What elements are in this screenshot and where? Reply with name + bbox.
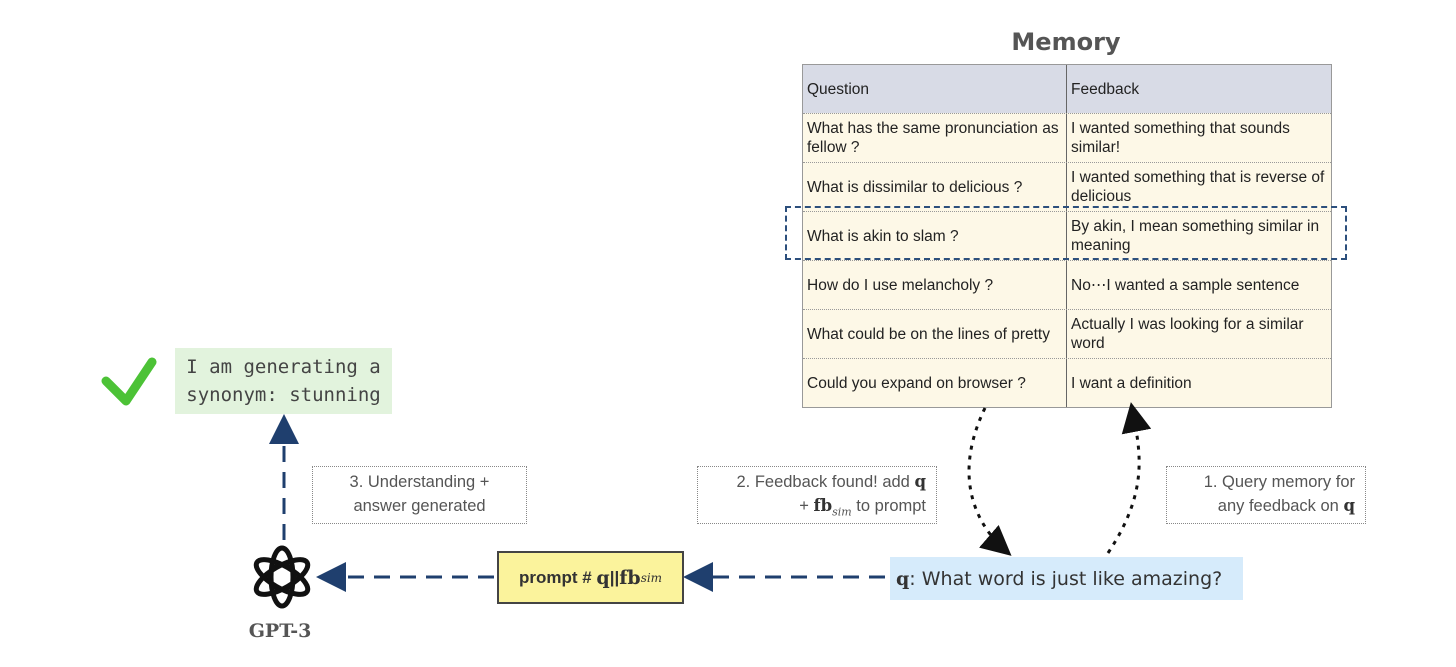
table-row: How do I use melancholy ? No⋯I wanted a …	[803, 260, 1331, 309]
memory-table: Question Feedback What has the same pron…	[802, 64, 1332, 408]
prompt-prefix: prompt #	[518, 567, 592, 587]
step-1-text: 1. Query memory for any feedback on	[1203, 473, 1355, 515]
step-1-q-symbol: q	[1343, 496, 1355, 515]
table-row: What could be on the lines of pretty Act…	[803, 309, 1331, 358]
step-2-sim-sub: sim	[832, 505, 852, 519]
table-row: What is akin to slam ? By akin, I mean s…	[803, 211, 1331, 260]
question-cell: How do I use melancholy ?	[803, 261, 1067, 309]
query-to-memory-arrow	[1106, 402, 1152, 554]
question-cell: What is dissimilar to delicious ?	[803, 163, 1067, 211]
step-2-plus: +	[799, 497, 809, 515]
step-1-label: 1. Query memory for any feedback on q	[1166, 466, 1366, 524]
query-q-symbol: q	[896, 567, 910, 590]
result-box: I am generating a synonym: stunning	[175, 348, 392, 414]
prompt-separator: ||	[609, 567, 620, 587]
step-2-text-a: 2. Feedback found! add	[736, 473, 910, 491]
step-2-text-b: to prompt	[856, 497, 926, 515]
feedback-cell: By akin, I mean something similar in mea…	[1071, 218, 1320, 254]
question-cell: Could you expand on browser ?	[803, 359, 1067, 407]
model-label: GPT-3	[248, 620, 312, 642]
prompt-fb-symbol: fb	[619, 566, 641, 589]
query-box: q: What word is just like amazing?	[890, 557, 1243, 600]
feedback-cell: I want a definition	[1071, 374, 1192, 392]
feedback-cell: No⋯I wanted a sample sentence	[1071, 276, 1300, 294]
feedback-cell: I wanted something that sounds similar!	[1071, 120, 1290, 156]
prompt-q-symbol: q	[596, 566, 610, 589]
memory-to-query-arrow	[967, 407, 1012, 556]
question-cell: What could be on the lines of pretty	[803, 310, 1067, 358]
table-row: What is dissimilar to delicious ? I want…	[803, 162, 1331, 211]
step-3-label: 3. Understanding + answer generated	[312, 466, 527, 524]
memory-title: Memory	[1011, 28, 1121, 56]
feedback-cell: I wanted something that is reverse of de…	[1071, 169, 1325, 205]
feedback-cell: Actually I was looking for a similar wor…	[1071, 316, 1304, 352]
column-header-question: Question	[803, 65, 1067, 113]
question-cell: What has the same pronunciation as fello…	[803, 114, 1067, 162]
checkmark-icon	[101, 357, 157, 406]
step-2-fb-symbol: fb	[813, 496, 833, 515]
memory-header-row: Question Feedback	[803, 65, 1331, 113]
prompt-sim-sub: sim	[640, 570, 663, 585]
table-row: What has the same pronunciation as fello…	[803, 113, 1331, 162]
openai-logo-icon	[253, 545, 311, 609]
column-header-feedback: Feedback	[1071, 80, 1140, 98]
step-2-label: 2. Feedback found! add q + fbsim to prom…	[697, 466, 937, 524]
question-cell: What is akin to slam ?	[803, 212, 1067, 260]
table-row: Could you expand on browser ? I want a d…	[803, 358, 1331, 407]
matched-row-highlight	[785, 206, 1347, 260]
query-text: : What word is just like amazing?	[909, 567, 1223, 590]
step-2-q-symbol: q	[914, 472, 926, 491]
